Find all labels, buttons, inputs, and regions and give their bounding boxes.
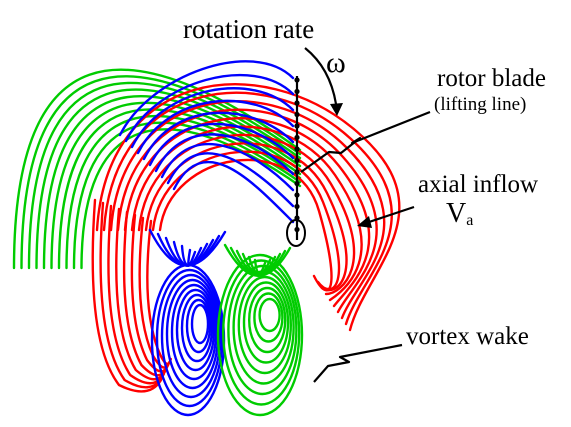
wake-filaments — [12, 60, 401, 417]
green-cusp-line — [253, 258, 267, 275]
red-lower-spiral — [122, 210, 168, 377]
blade-point — [294, 88, 300, 95]
rotor-hub — [286, 219, 306, 247]
blue-wake-loop — [160, 273, 222, 399]
vortex-wake-label: vortex wake — [406, 323, 529, 350]
green-wake-loop — [253, 292, 284, 343]
vortex-wake-leader — [313, 343, 403, 383]
rotation-rate-label: rotation rate — [183, 14, 315, 44]
blue-wake-loop — [155, 268, 224, 408]
green-wake-loop — [222, 259, 301, 406]
blue-helix-arc — [148, 122, 295, 167]
green-helix-arc — [12, 68, 302, 270]
blue-cusp-line — [187, 248, 197, 267]
green-helix-arc — [27, 81, 302, 270]
blue-helix-arc — [130, 87, 295, 149]
blue-wake-loop — [170, 283, 218, 381]
green-wake-loop — [227, 264, 298, 396]
blade-point — [294, 203, 300, 210]
axial-inflow-arrow — [365, 205, 415, 225]
red-helix-arc — [158, 158, 333, 292]
rotation-arrow — [304, 47, 338, 105]
red-lower-spiral — [99, 201, 164, 389]
blade-point — [294, 192, 300, 198]
green-wake-loop — [216, 253, 304, 417]
blue-helix-arc — [136, 99, 295, 155]
blade-point — [294, 134, 300, 141]
rotor-blade-label: rotor blade — [437, 65, 546, 92]
red-lower-spiral — [146, 219, 172, 366]
blade-point — [294, 123, 300, 129]
blade-point — [294, 100, 300, 106]
blue-helix-arc — [160, 143, 295, 192]
green-wake-loop — [237, 275, 292, 375]
omega-symbol: ω — [326, 46, 346, 79]
blade-point — [294, 111, 300, 118]
green-wake-loop — [258, 297, 281, 333]
va-subscript: a — [466, 212, 474, 229]
blade-point — [294, 157, 300, 164]
blue-wake-loop — [180, 293, 214, 363]
green-helix-arc — [57, 108, 302, 270]
rotor-blade-leader — [300, 110, 431, 173]
blue-wake-loop — [190, 303, 210, 345]
red-lower-spiral — [138, 216, 171, 369]
blade-point — [294, 146, 300, 152]
blue-helix-arc — [154, 133, 295, 176]
va-main: V — [446, 198, 467, 229]
red-lower-spiral — [107, 204, 165, 385]
green-helix-arc — [80, 128, 302, 270]
blade-point — [294, 77, 300, 83]
blue-wake-loop — [185, 298, 212, 354]
blue-helix-arc — [118, 60, 295, 137]
green-wake-loop — [248, 286, 287, 354]
blade-point — [294, 169, 300, 175]
green-helix-arc — [50, 101, 302, 270]
blue-helix-arc — [172, 161, 295, 224]
axial-inflow-label: axial inflow — [418, 171, 539, 198]
green-helix-arc — [35, 88, 302, 270]
lifting-line-label: (lifting line) — [434, 94, 527, 115]
axial-inflow-arrowhead — [357, 216, 372, 228]
rotation-arrowhead — [330, 103, 343, 116]
blade-point — [294, 226, 300, 233]
blue-wake-loop — [175, 288, 216, 372]
blue-helix-arc — [142, 111, 295, 161]
blue-helix-arc — [124, 73, 295, 143]
red-lower-spiral — [91, 198, 163, 393]
blue-helix-arc — [166, 152, 295, 208]
blade-point — [294, 180, 300, 187]
axial-velocity-symbol: Va — [446, 200, 473, 229]
green-wake-loop — [242, 281, 290, 364]
